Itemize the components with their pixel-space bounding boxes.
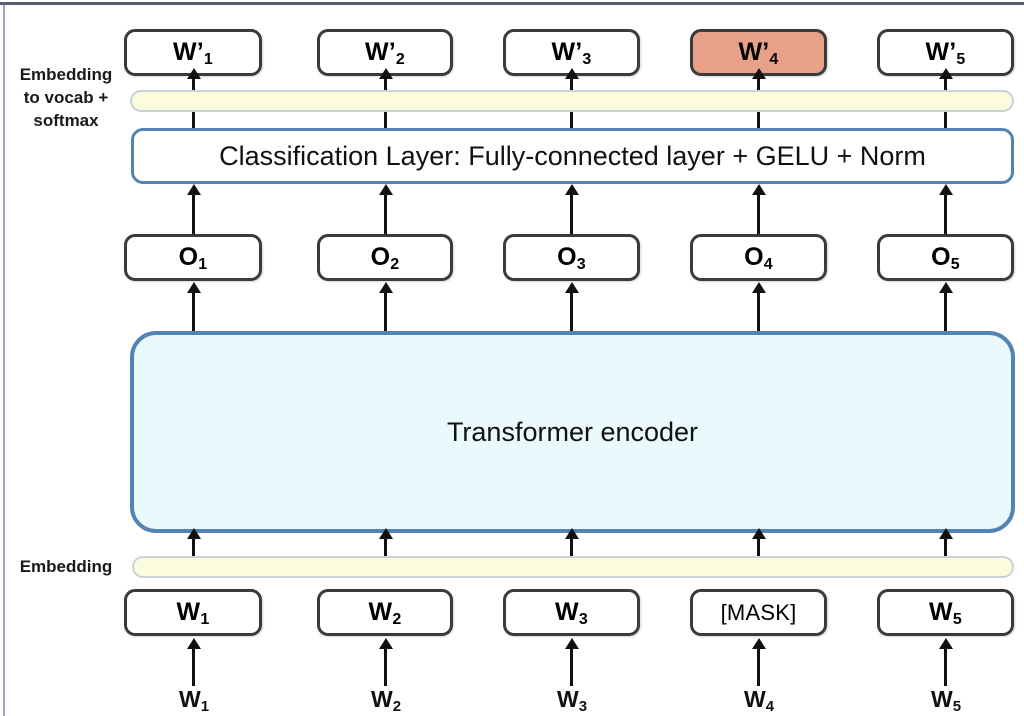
arrow-head-icon bbox=[564, 638, 579, 649]
frame-top-border bbox=[0, 2, 1024, 5]
output-token-label-5: W’5 bbox=[925, 38, 966, 68]
input-token-box-4-mask[interactable]: [MASK] bbox=[690, 589, 827, 636]
classification-layer-box[interactable]: Classification Layer: Fully-connected la… bbox=[131, 128, 1014, 184]
arrow-head-icon bbox=[751, 528, 766, 539]
input-token-box-3[interactable]: W3 bbox=[503, 589, 640, 636]
hidden-state-label-4: O4 bbox=[744, 243, 773, 273]
arrow-head-icon bbox=[186, 68, 201, 79]
arrow-hidden-to-classifier-3 bbox=[564, 184, 579, 238]
hidden-state-label-3: O3 bbox=[557, 243, 586, 273]
embedding-to-vocab-bar bbox=[130, 90, 1014, 112]
arrow-head-icon bbox=[938, 528, 953, 539]
mask-token-label: [MASK] bbox=[720, 599, 797, 625]
classification-layer-label: Classification Layer: Fully-connected la… bbox=[219, 140, 926, 171]
arrow-head-icon bbox=[378, 68, 393, 79]
arrow-word-to-input-4 bbox=[751, 638, 766, 686]
hidden-state-box-3[interactable]: O3 bbox=[503, 234, 640, 281]
arrow-head-icon bbox=[564, 184, 579, 195]
hidden-state-box-4[interactable]: O4 bbox=[690, 234, 827, 281]
arrow-head-icon bbox=[751, 184, 766, 195]
arrow-head-icon bbox=[186, 282, 201, 293]
caption-embedding-to-vocab-softmax: Embedding to vocab + softmax bbox=[19, 65, 113, 130]
output-token-label-2: W’2 bbox=[364, 38, 406, 68]
hidden-state-box-5[interactable]: O5 bbox=[877, 234, 1014, 281]
transformer-encoder-box[interactable]: Transformer encoder bbox=[130, 331, 1015, 533]
frame-left-border bbox=[3, 5, 5, 716]
arrow-head-icon bbox=[751, 282, 766, 293]
arrow-word-to-input-3 bbox=[564, 638, 579, 686]
arrow-head-icon bbox=[564, 282, 579, 293]
source-word-label-3: W3 bbox=[556, 686, 588, 715]
arrow-head-icon bbox=[186, 184, 201, 195]
arrow-head-icon bbox=[186, 638, 201, 649]
input-token-box-2[interactable]: W2 bbox=[317, 589, 453, 636]
arrow-encoder-to-hidden-3 bbox=[564, 282, 579, 336]
arrow-head-icon bbox=[751, 68, 766, 79]
output-token-label-3: W’3 bbox=[551, 38, 592, 68]
input-token-box-5[interactable]: W5 bbox=[877, 589, 1014, 636]
arrow-head-icon bbox=[938, 638, 953, 649]
arrow-head-icon bbox=[564, 68, 579, 79]
hidden-state-label-5: O5 bbox=[931, 243, 960, 273]
hidden-state-box-1[interactable]: O1 bbox=[124, 234, 262, 281]
source-word-label-2: W2 bbox=[370, 686, 402, 715]
hidden-state-box-2[interactable]: O2 bbox=[317, 234, 453, 281]
arrow-head-icon bbox=[938, 184, 953, 195]
arrow-encoder-to-hidden-1 bbox=[186, 282, 201, 336]
arrow-encoder-to-hidden-4 bbox=[751, 282, 766, 336]
arrow-head-icon bbox=[938, 68, 953, 79]
transformer-encoder-label: Transformer encoder bbox=[446, 416, 699, 447]
arrow-word-to-input-2 bbox=[378, 638, 393, 686]
arrow-head-icon bbox=[378, 528, 393, 539]
input-token-label-5: W5 bbox=[929, 598, 962, 628]
input-token-label-3: W3 bbox=[555, 598, 588, 628]
arrow-hidden-to-classifier-1 bbox=[186, 184, 201, 238]
arrow-hidden-to-classifier-5 bbox=[938, 184, 953, 238]
input-token-label-2: W2 bbox=[368, 598, 402, 628]
arrow-head-icon bbox=[186, 528, 201, 539]
source-word-label-1: W1 bbox=[178, 686, 210, 715]
arrow-encoder-to-hidden-5 bbox=[938, 282, 953, 336]
arrow-head-icon bbox=[938, 282, 953, 293]
arrow-hidden-to-classifier-4 bbox=[751, 184, 766, 238]
hidden-state-label-2: O2 bbox=[370, 243, 400, 273]
output-token-label-1: W’1 bbox=[172, 38, 214, 68]
arrow-head-icon bbox=[378, 184, 393, 195]
source-word-label-4: W4 bbox=[743, 686, 775, 715]
input-token-label-1: W1 bbox=[176, 598, 210, 628]
output-token-label-4: W’4 bbox=[738, 38, 779, 68]
arrow-head-icon bbox=[564, 528, 579, 539]
arrow-head-icon bbox=[378, 282, 393, 293]
arrow-encoder-to-hidden-2 bbox=[378, 282, 393, 336]
embedding-bar bbox=[132, 556, 1014, 578]
arrow-hidden-to-classifier-2 bbox=[378, 184, 393, 238]
arrow-head-icon bbox=[751, 638, 766, 649]
source-word-label-5: W5 bbox=[930, 686, 962, 715]
hidden-state-label-1: O1 bbox=[178, 243, 208, 273]
arrow-word-to-input-5 bbox=[938, 638, 953, 686]
arrow-word-to-input-1 bbox=[186, 638, 201, 686]
arrow-head-icon bbox=[378, 638, 393, 649]
caption-embedding: Embedding bbox=[19, 557, 113, 576]
input-token-box-1[interactable]: W1 bbox=[124, 589, 262, 636]
